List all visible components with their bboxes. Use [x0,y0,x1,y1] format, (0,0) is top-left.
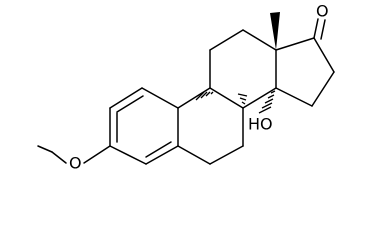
bond [177,87,211,109]
bond [242,29,277,51]
bond [209,145,244,165]
bond [109,87,143,109]
double-bond-c-o [320,19,326,40]
wedge-c13-methyl [270,12,280,50]
molecule-drawing: O HO O [37,2,335,173]
bond [141,87,179,109]
hash-c9-h [195,91,214,101]
hash-c14-oh [258,90,276,114]
bond-o-ch3 [51,151,67,164]
bond [313,37,335,73]
bond [209,87,244,109]
ring-d [275,37,335,107]
bond [311,71,335,107]
bond [275,87,313,107]
bond [177,145,211,165]
bond-c3-o [83,145,111,164]
hydroxyl-label: HO [248,115,273,134]
structure-canvas: O HO O [37,1,335,173]
bond [209,29,244,51]
ring-c [209,29,277,109]
bond-methyl [37,145,53,153]
ring-a [109,87,179,165]
hash-c8-h [237,93,248,105]
carbonyl-oxygen-label: O [316,2,329,21]
methoxy-group: O [37,145,111,173]
bond [109,145,147,165]
double-bond-inner [116,95,144,113]
double-bond-inner [145,141,172,158]
bond [275,37,315,51]
methoxy-oxygen-label: O [69,154,82,173]
ring-b [177,87,244,165]
carbonyl-group: O [313,2,329,40]
bond [242,87,277,109]
bond [145,145,179,165]
double-bond-c-o [313,18,319,39]
